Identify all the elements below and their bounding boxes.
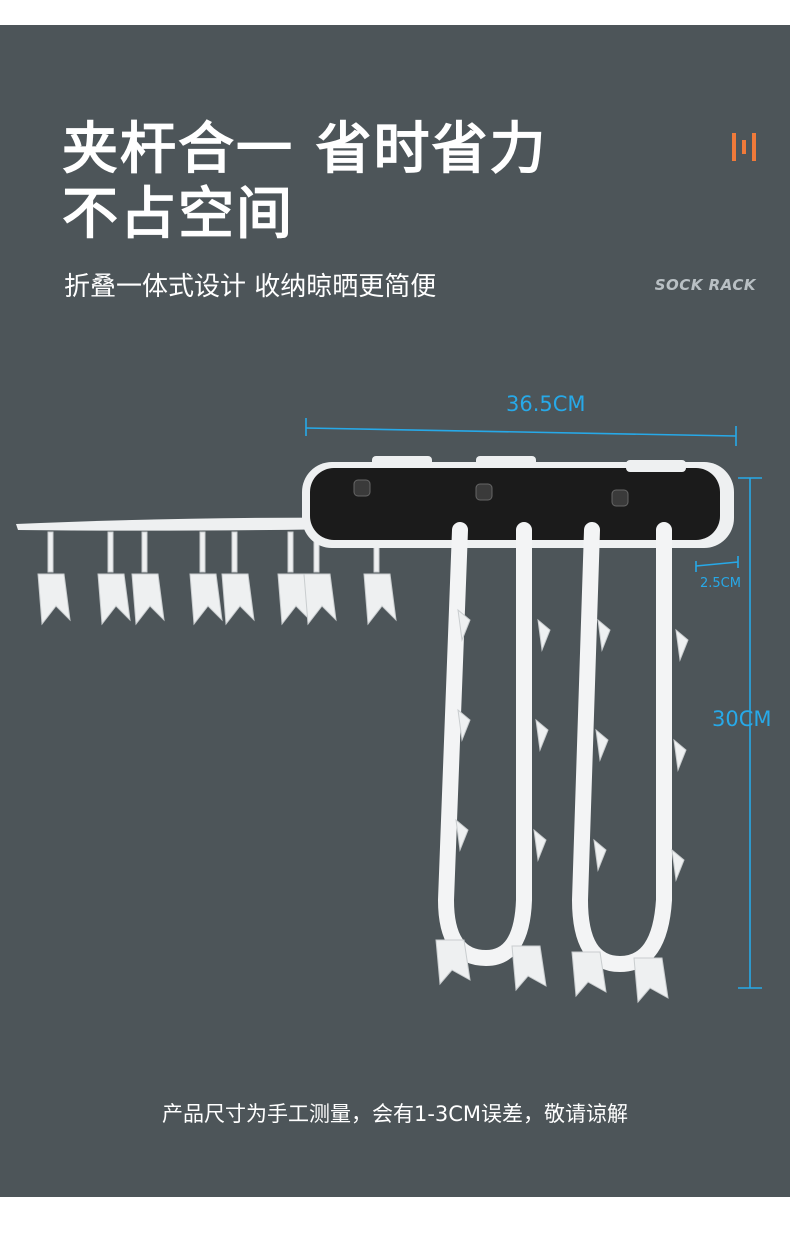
brand-logo-icon	[732, 133, 756, 161]
left-clips	[37, 531, 397, 626]
measurement-note: 产品尺寸为手工测量，会有1-3CM误差，敬请谅解	[161, 1102, 629, 1126]
rod-clips	[435, 608, 689, 1004]
headline-line2: 不占空间	[62, 182, 294, 247]
headline-line1: 夹杆合一 省时省力	[62, 117, 548, 182]
height-dimension-label: 30CM	[712, 707, 772, 731]
subtitle: 折叠一体式设计 收纳晾晒更简便	[64, 272, 437, 302]
depth-dimension-label: 2.5CM	[700, 576, 741, 591]
tagline: SOCK RACK	[654, 276, 756, 294]
width-dimension-label: 36.5CM	[506, 392, 586, 416]
